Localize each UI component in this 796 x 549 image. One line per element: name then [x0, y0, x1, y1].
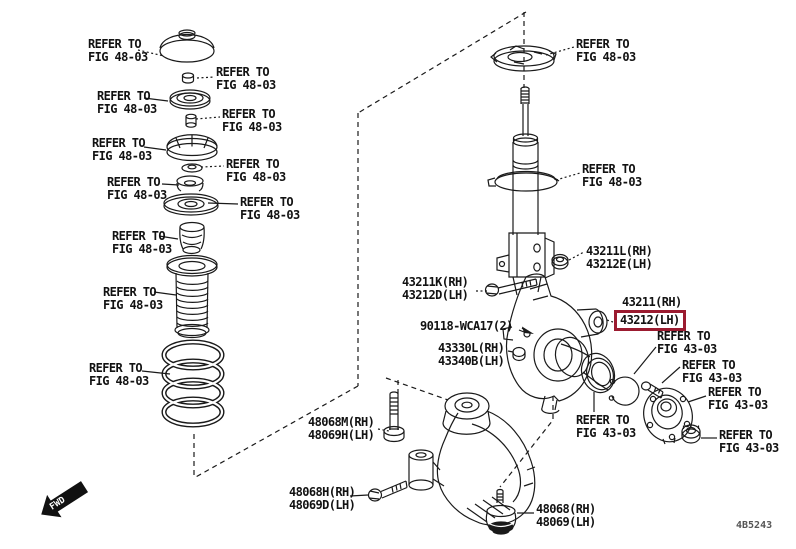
fwd-direction-marker: FWD: [41, 481, 89, 518]
projection-lines: [193, 11, 554, 488]
strut-support-stack-artwork: [159, 29, 219, 339]
leader-lines-dotted: [137, 46, 614, 432]
castle-nut-artwork: [681, 423, 701, 444]
label-part-90118-wca17[interactable]: 90118-WCA17(2): [420, 319, 513, 333]
arm-front-bolt-artwork: [383, 391, 405, 443]
axle-hub-artwork: [643, 387, 693, 445]
lower-arm-artwork: [408, 392, 536, 526]
label-part-48068H[interactable]: 48068H(RH)48069D(LH): [289, 485, 356, 512]
label-part-43211L[interactable]: 43211L(RH)43212E(LH): [586, 244, 653, 271]
label-part-43211K[interactable]: 43211K(RH)43212D(LH): [402, 275, 469, 302]
snap-ring-artwork: [608, 376, 640, 406]
label-part-43212-lh-selected[interactable]: 43212(LH): [614, 310, 686, 331]
knuckle-bolt-artwork: [484, 253, 569, 297]
hub-bolt-artwork: [640, 381, 664, 399]
wheel-bearing-artwork: [554, 336, 616, 394]
strut-artwork: [487, 45, 560, 296]
label-part-43330L[interactable]: 43330L(RH)43340B(LH): [438, 341, 505, 368]
label-part-48068M[interactable]: 48068M(RH)48069H(LH): [308, 415, 375, 442]
steering-knuckle-artwork: [502, 273, 608, 414]
label-part-48068[interactable]: 48068(RH)48069(LH): [536, 502, 596, 529]
arm-rear-bolt-artwork: [367, 480, 408, 502]
install-arrow: [521, 326, 534, 334]
leader-lines-solid: [141, 97, 717, 514]
label-part-43211-rh[interactable]: 43211(RH): [622, 295, 682, 309]
coil-spring-artwork: [161, 339, 225, 428]
ball-joint-artwork: [485, 488, 517, 535]
page-code: 4B5243: [736, 520, 773, 531]
